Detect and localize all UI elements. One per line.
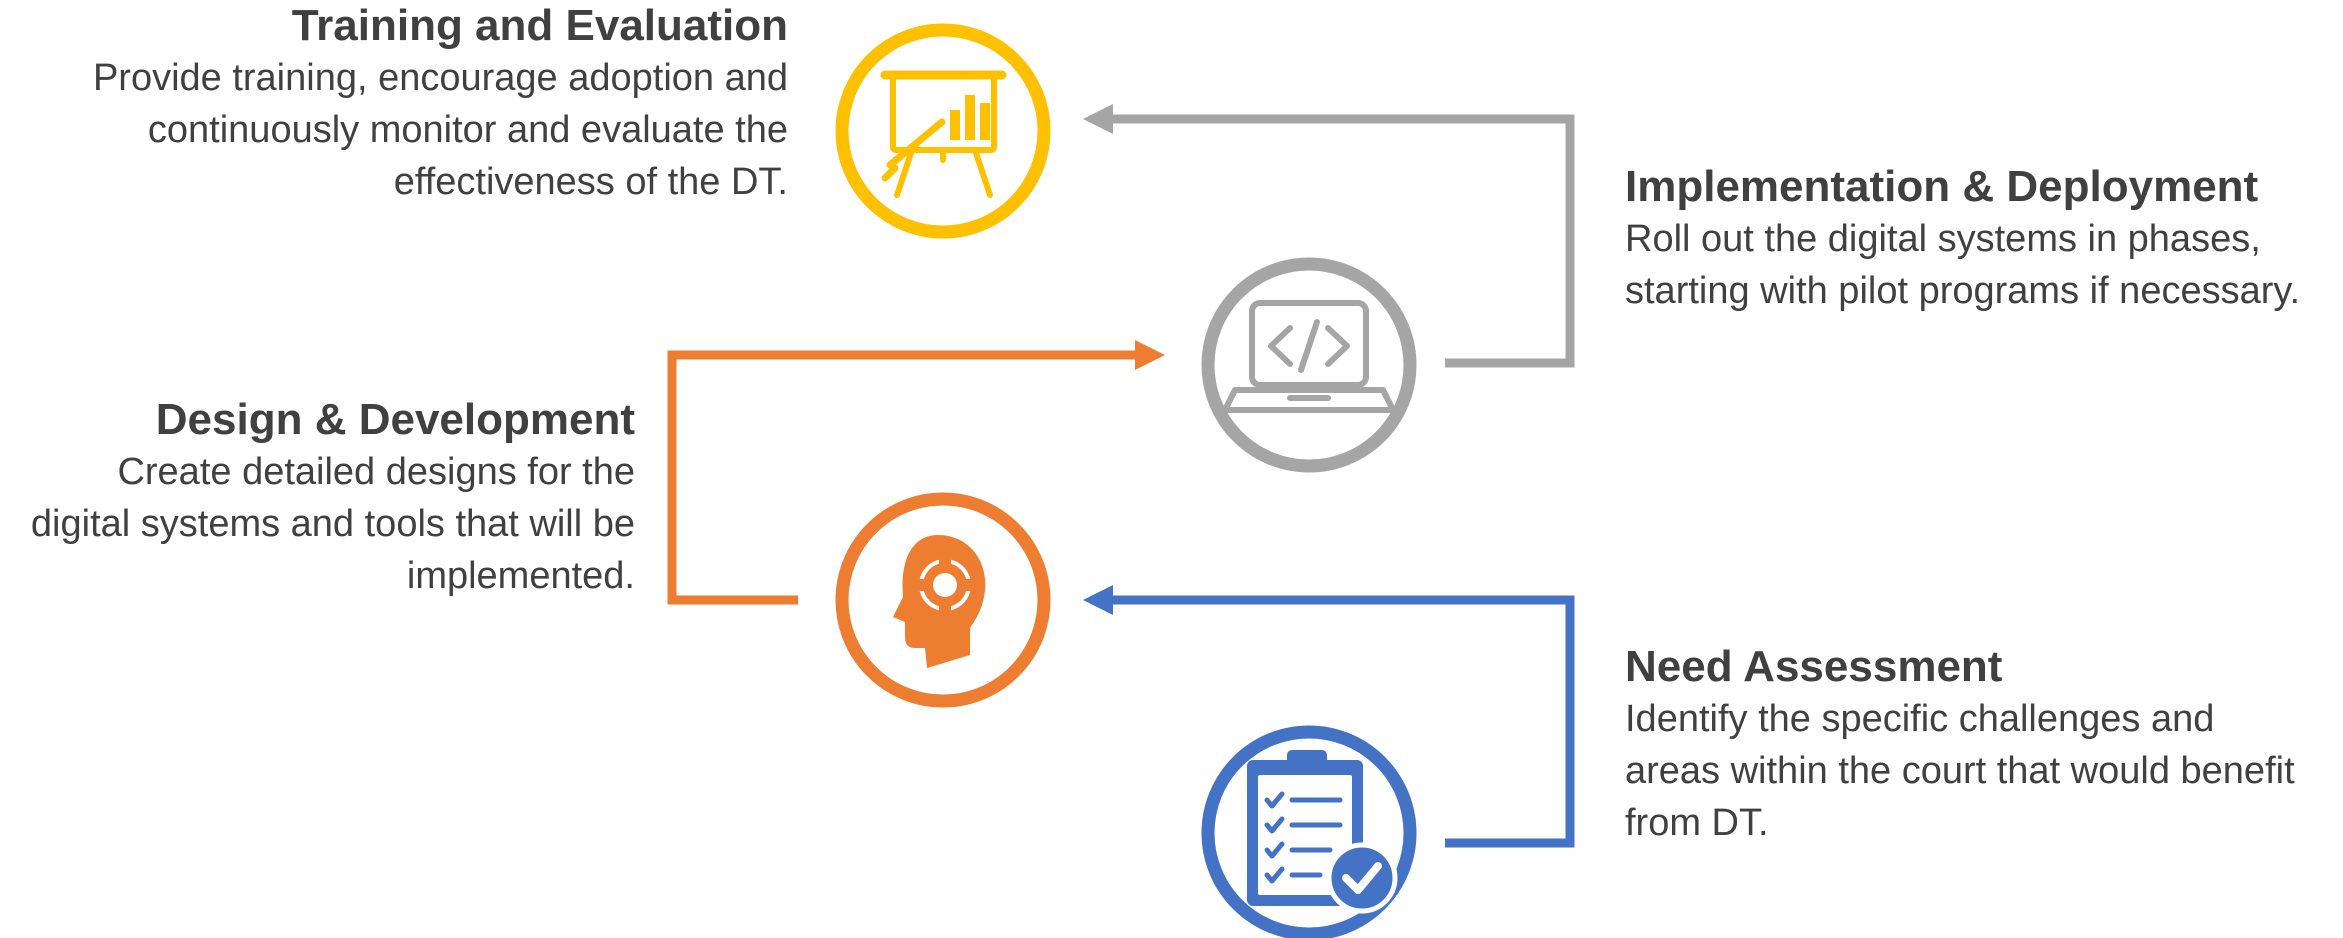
- arrowhead-orange: [1135, 340, 1165, 370]
- design-step-icon: [835, 492, 1051, 708]
- connector-design-to-implementation: [667, 340, 1165, 605]
- implementation-step-title: Implementation & Deployment: [1625, 162, 2259, 211]
- laptop-code-icon: [1222, 300, 1396, 413]
- need-step-description: Identify the specific challenges and are…: [1625, 698, 2295, 844]
- implementation-step-icon: [1201, 257, 1417, 473]
- need-step-title: Need Assessment: [1625, 642, 2003, 691]
- training-step-text: Training and Evaluation Provide training…: [70, 0, 788, 208]
- arrowhead-blue: [1083, 585, 1113, 615]
- arrowhead-gray: [1083, 104, 1113, 134]
- need-step-text: Need Assessment Identify the specific ch…: [1625, 641, 2325, 849]
- training-step-title: Training and Evaluation: [291, 1, 788, 50]
- design-step-text: Design & Development Create detailed des…: [10, 394, 635, 602]
- connector-implementation-to-training: [1083, 104, 1575, 368]
- implementation-step-description: Roll out the digital systems in phases, …: [1625, 218, 2301, 312]
- head-gear-icon: [893, 535, 986, 668]
- training-step-icon: [835, 23, 1051, 239]
- implementation-step-text: Implementation & Deployment Roll out the…: [1625, 161, 2325, 317]
- clipboard-check-icon: [1247, 750, 1398, 914]
- need-step-icon: [1201, 725, 1417, 938]
- connector-need-to-design: [1083, 585, 1575, 848]
- design-step-title: Design & Development: [155, 395, 635, 444]
- training-step-description: Provide training, encourage adoption and…: [92, 57, 788, 203]
- presentation-board-icon: [880, 70, 1007, 198]
- design-step-description: Create detailed designs for the digital …: [30, 451, 635, 597]
